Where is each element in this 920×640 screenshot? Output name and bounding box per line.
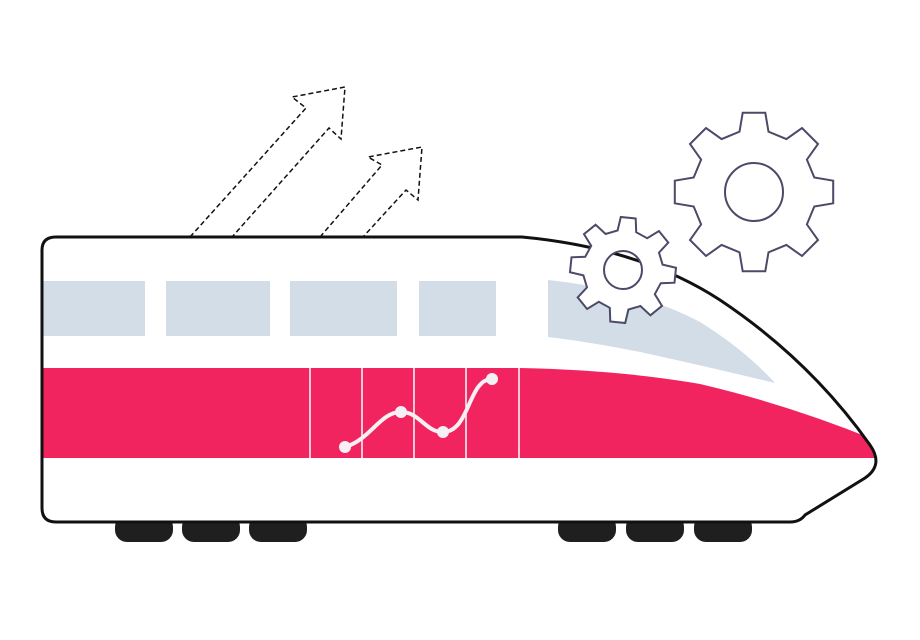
train-outline: [40, 235, 878, 524]
gear-icon: [568, 215, 678, 325]
stripe-dividers: [309, 368, 520, 458]
red-stripe: [42, 368, 876, 458]
dashed-arrow-icon: [189, 86, 346, 238]
dashed-arrow-icon: [319, 146, 423, 238]
gear-icon: [673, 111, 835, 273]
line-chart-icon: [339, 373, 498, 453]
